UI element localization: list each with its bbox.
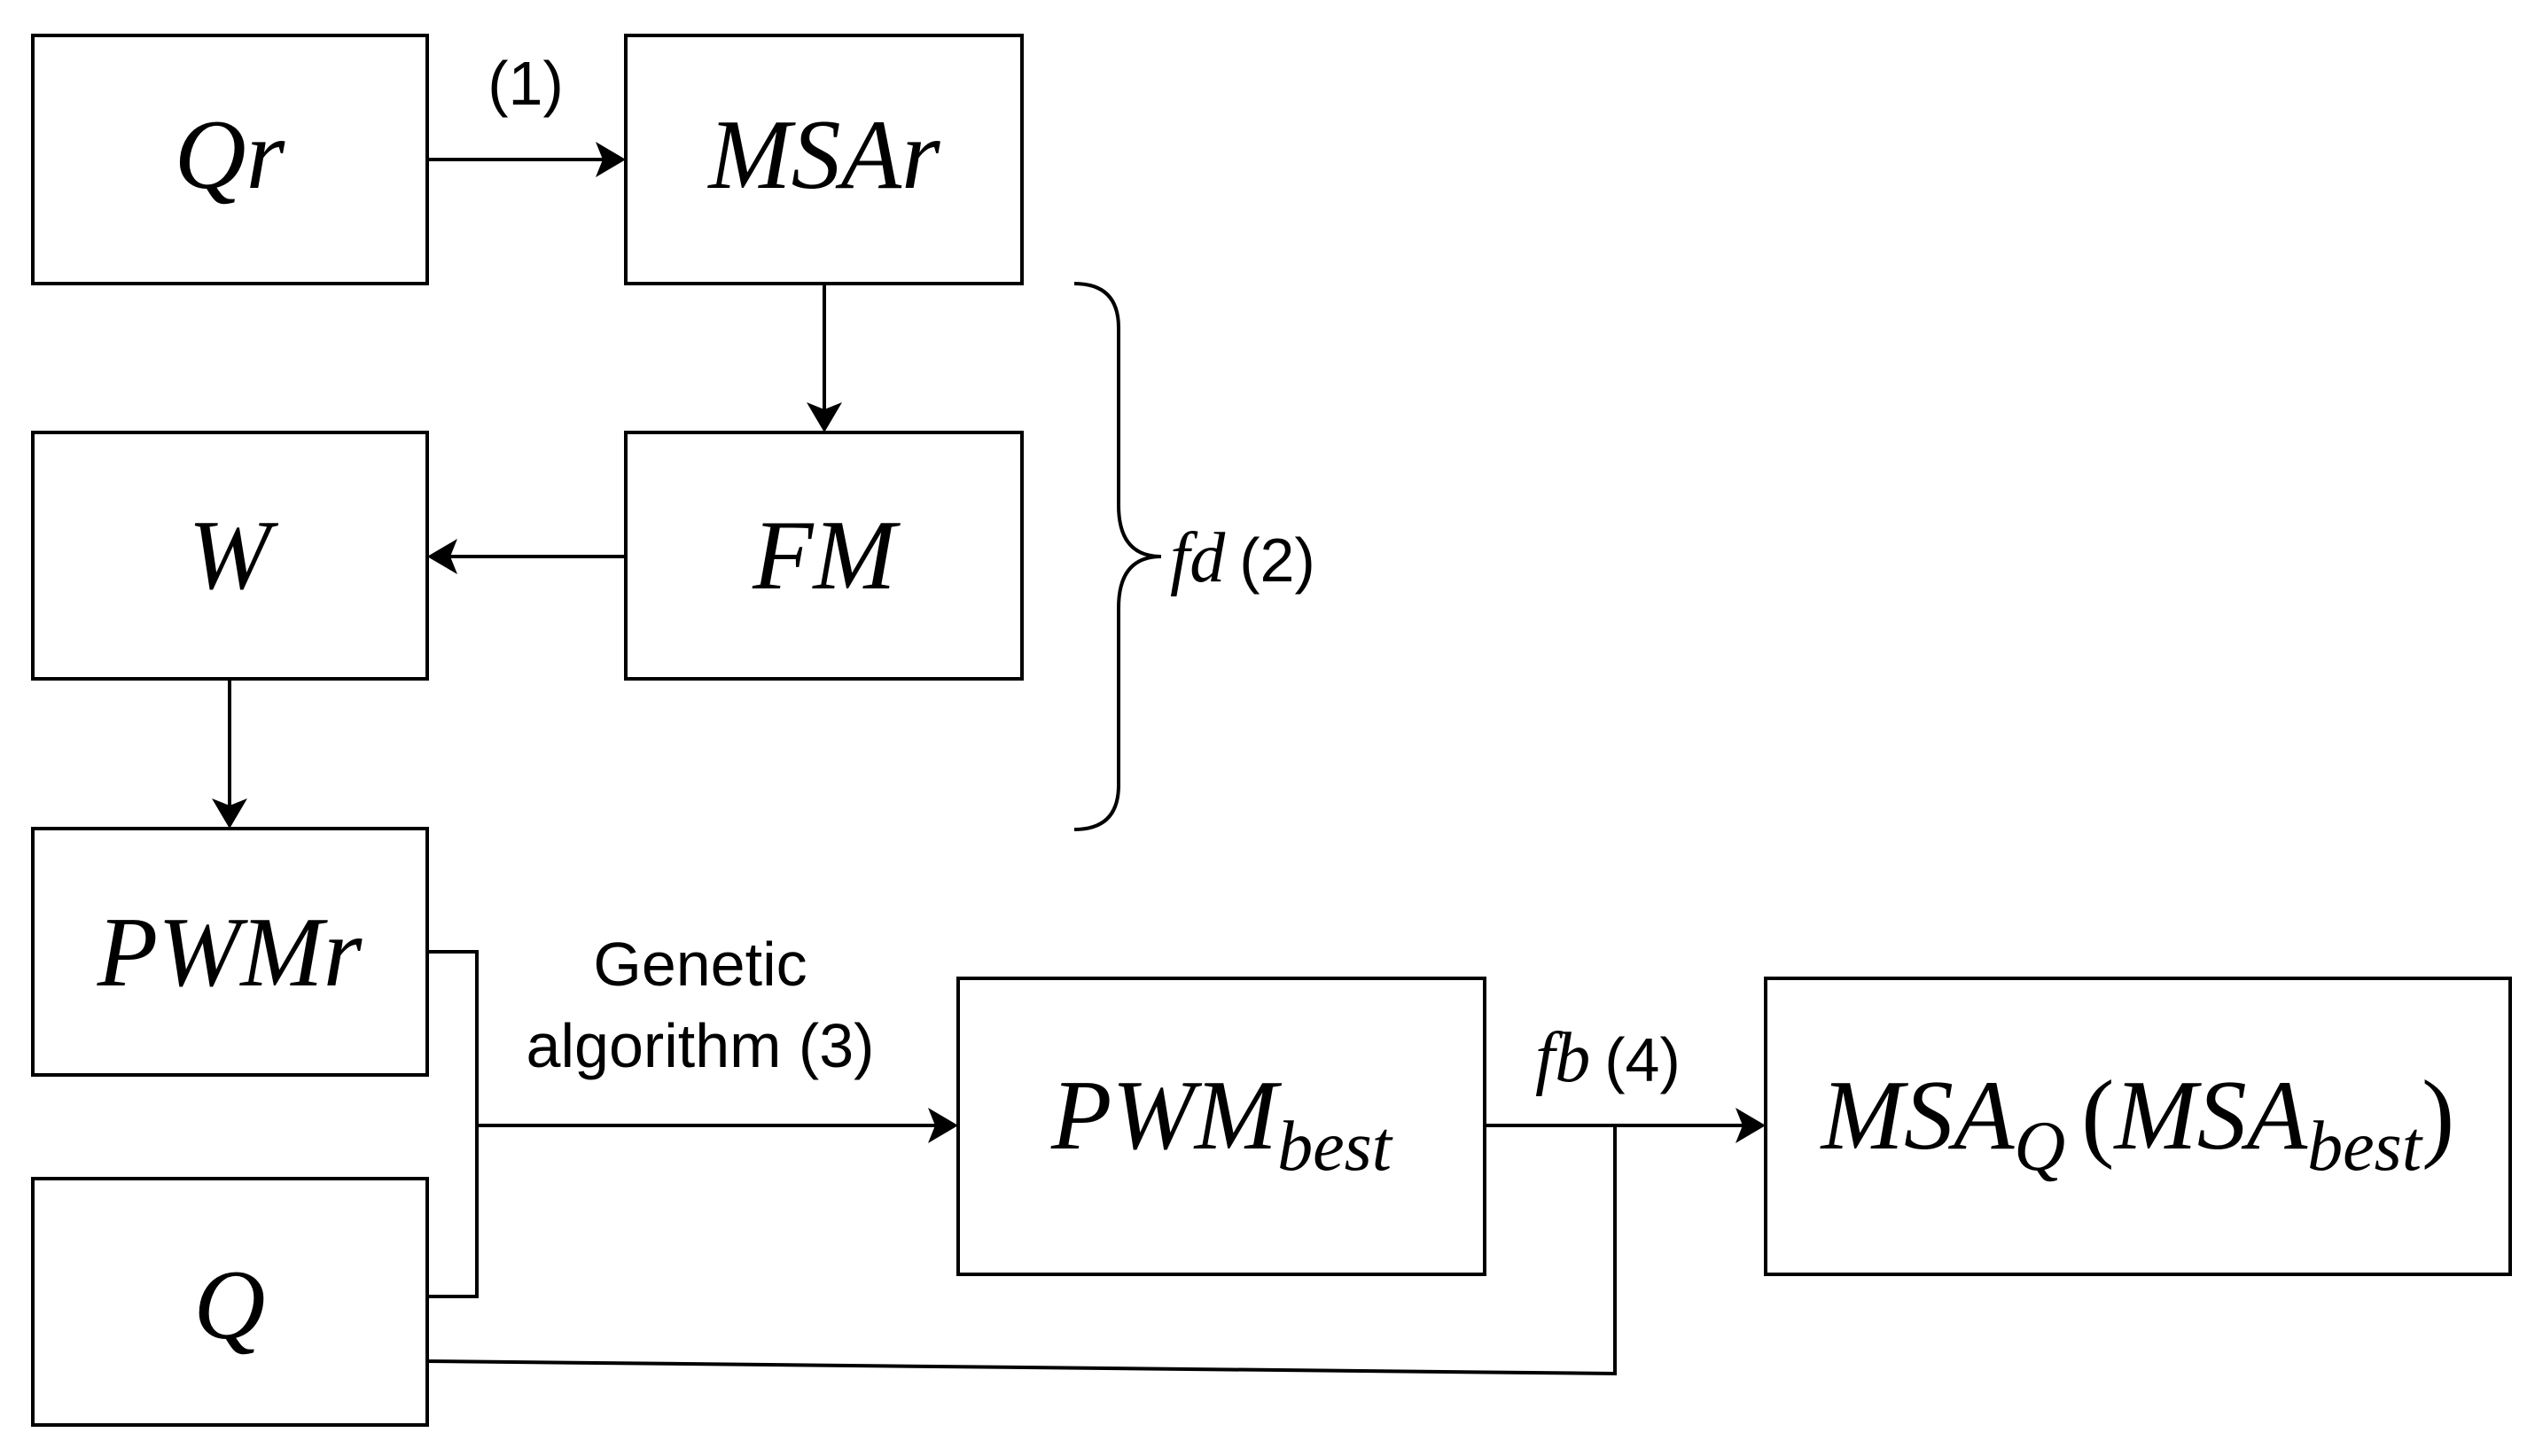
fd-step: (2) [1239, 526, 1315, 595]
pwm-best-sub: best [1277, 1108, 1393, 1186]
arrowhead-msa-q [1736, 1108, 1766, 1143]
qr-label: Qr [175, 100, 285, 210]
w-label: W [188, 501, 278, 611]
msar-box [624, 34, 1024, 285]
arrowhead-pwmr [212, 798, 247, 829]
msa-q-label: MSAQ(MSAbest) [1820, 1061, 2455, 1186]
msa-q-open-paren: ( [2081, 1061, 2114, 1171]
ga-label-line1: Genetic [593, 930, 807, 999]
fd-label: fd(2) [1170, 519, 1315, 597]
msar-label: MSAr [706, 100, 940, 210]
arrowhead-pwm-best [928, 1108, 958, 1143]
fd-brace [1073, 282, 1162, 831]
fb-func: fb [1535, 1019, 1590, 1097]
fm-label: FM [752, 501, 901, 611]
msa-q-sub: Q [2014, 1108, 2065, 1186]
msa-q-close-paren: ) [2422, 1061, 2454, 1171]
msa-q-inner-main: MSA [2112, 1061, 2307, 1171]
fb-step: (4) [1604, 1025, 1681, 1094]
ga-label-line2: algorithm (3) [526, 1011, 875, 1080]
fm-box [624, 431, 1024, 681]
pwm-best-label: PWMbest [1050, 1061, 1393, 1186]
pwm-best-box [956, 977, 1486, 1276]
msa-q-box [1764, 977, 2512, 1276]
q-box [31, 1177, 429, 1427]
fb-label: fb(4) [1535, 1019, 1681, 1097]
edge-q-to-fb [426, 1125, 1617, 1376]
q-label: Q [194, 1250, 266, 1360]
qr-box [31, 34, 429, 285]
w-box [31, 431, 429, 681]
arrowhead-msar [596, 142, 626, 177]
fd-func: fd [1170, 519, 1226, 597]
msa-q-main: MSA [1820, 1061, 2015, 1171]
arrowhead-fm [807, 402, 842, 432]
pwmr-box [31, 827, 429, 1077]
pwm-best-main: PWM [1050, 1061, 1283, 1171]
edge-pwmr-merge [427, 950, 479, 1298]
msa-q-inner-sub: best [2307, 1108, 2423, 1186]
arrowhead-w [427, 539, 457, 574]
pwmr-label: PWMr [97, 898, 363, 1008]
step1-label: (1) [488, 49, 564, 118]
